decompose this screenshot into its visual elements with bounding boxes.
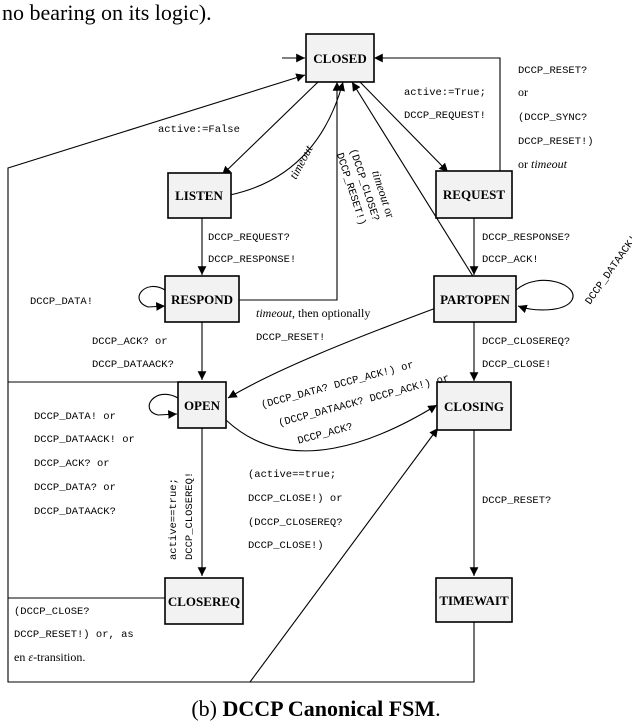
edge-closereq-closing [249,427,439,683]
label-open-closing-2: DCCP_CLOSE!) or [248,493,343,505]
state-timewait-label: TIMEWAIT [439,593,509,608]
edges [7,53,574,683]
edge-labels: active:=False timeout active:=True; DCCP… [14,65,632,664]
edge-closed-listen [221,81,319,176]
svg-text:DCCP_ACK?: DCCP_ACK? [296,421,354,447]
edge-closed-request [359,81,449,173]
label-listen-request: DCCP_REQUEST? [208,232,290,244]
label-open-closing-1: (active==true; [248,469,336,481]
label-request-send: DCCP_REQUEST! [404,110,486,122]
edge-timewait-closed [7,73,475,683]
state-listen: LISTEN [167,172,232,219]
label-respond-timeout: timeout, then optionally [256,306,370,320]
state-listen-label: LISTEN [175,188,223,203]
edge-respond-closed [239,82,342,301]
state-request-label: REQUEST [443,187,505,202]
state-partopen: PARTOPEN [433,275,517,323]
edge-request-closed [374,53,501,172]
label-reset-4: DCCP_RESET!) [518,136,594,148]
figure-caption: (b) DCCP Canonical FSM. [191,696,440,721]
state-open: OPEN [177,381,227,429]
label-reset-5: or timeout [518,157,568,171]
state-respond: RESPOND [164,275,240,323]
label-open-loop-3: DCCP_ACK? or [34,458,110,470]
label-partopen-closed: timeout or (DCCP_CLOSE? DCCP_RESET!) [333,147,398,227]
edge-partopen-open [227,307,437,399]
label-open-loop-2: DCCP_DATAACK! or [34,434,135,446]
label-reset-2: or [518,85,528,99]
label-open-closing-4: DCCP_CLOSE!) [248,540,324,552]
label-active-true: active:=True; [404,87,486,99]
label-open-closereq-1: active==true; [168,478,180,560]
label-open-closing-3: (DCCP_CLOSEREQ? [248,517,343,529]
label-active-false: active:=False [158,124,240,136]
label-request-ack: DCCP_ACK! [482,254,539,266]
label-open-loop-4: DCCP_DATA? or [34,482,116,494]
loop-open [148,393,179,419]
label-reset-3: (DCCP_SYNC? [518,112,587,124]
label-open-closereq-2: DCCP_CLOSEREQ! [184,472,196,560]
edge-listen-closed [229,81,345,196]
label-closereq-1: (DCCP_CLOSE? [14,606,90,618]
state-closing-label: CLOSING [444,399,504,414]
label-partopen-closing-2: DCCP_CLOSE! [482,359,551,371]
label-respond-open-2: DCCP_DATAACK? [92,359,174,371]
state-closed-label: CLOSED [313,51,366,66]
label-partopen-closing-1: DCCP_CLOSEREQ? [482,336,570,348]
label-listen-timeout: timeout [286,142,316,181]
label-request-response: DCCP_RESPONSE? [482,232,570,244]
label-listen-response: DCCP_RESPONSE! [208,254,296,266]
label-respond-open-1: DCCP_ACK? or [92,336,168,348]
state-request: REQUEST [435,170,513,219]
loop-partopen [515,279,574,314]
label-open-loop-5: DCCP_DATAACK? [34,506,116,518]
state-respond-label: RESPOND [171,292,233,307]
label-data-loop: DCCP_DATA! [30,296,93,308]
label-closereq-2: DCCP_RESET!) or, as [14,629,134,641]
state-closereq-label: CLOSEREQ [168,594,240,609]
loop-respond [138,285,166,311]
label-closing-timewait: DCCP_RESET? [482,495,551,507]
label-respond-reset: DCCP_RESET! [256,332,325,344]
state-open-label: OPEN [184,398,221,413]
label-closereq-3: en ε-transition. [14,650,85,664]
top-text-fragment: no bearing on its logic). [2,0,212,25]
state-closereq: CLOSEREQ [164,577,244,625]
edge-partopen-closed [351,81,475,279]
state-closed: CLOSED [305,33,375,83]
edge-open-closing [225,404,438,452]
state-partopen-label: PARTOPEN [440,292,510,307]
label-open-loop-1: DCCP_DATA! or [34,411,116,423]
label-dataack-loop: DCCP_DATAACK! [583,233,632,307]
label-reset-1: DCCP_RESET? [518,65,587,77]
state-closing: CLOSING [436,381,512,431]
state-timewait: TIMEWAIT [435,577,513,623]
